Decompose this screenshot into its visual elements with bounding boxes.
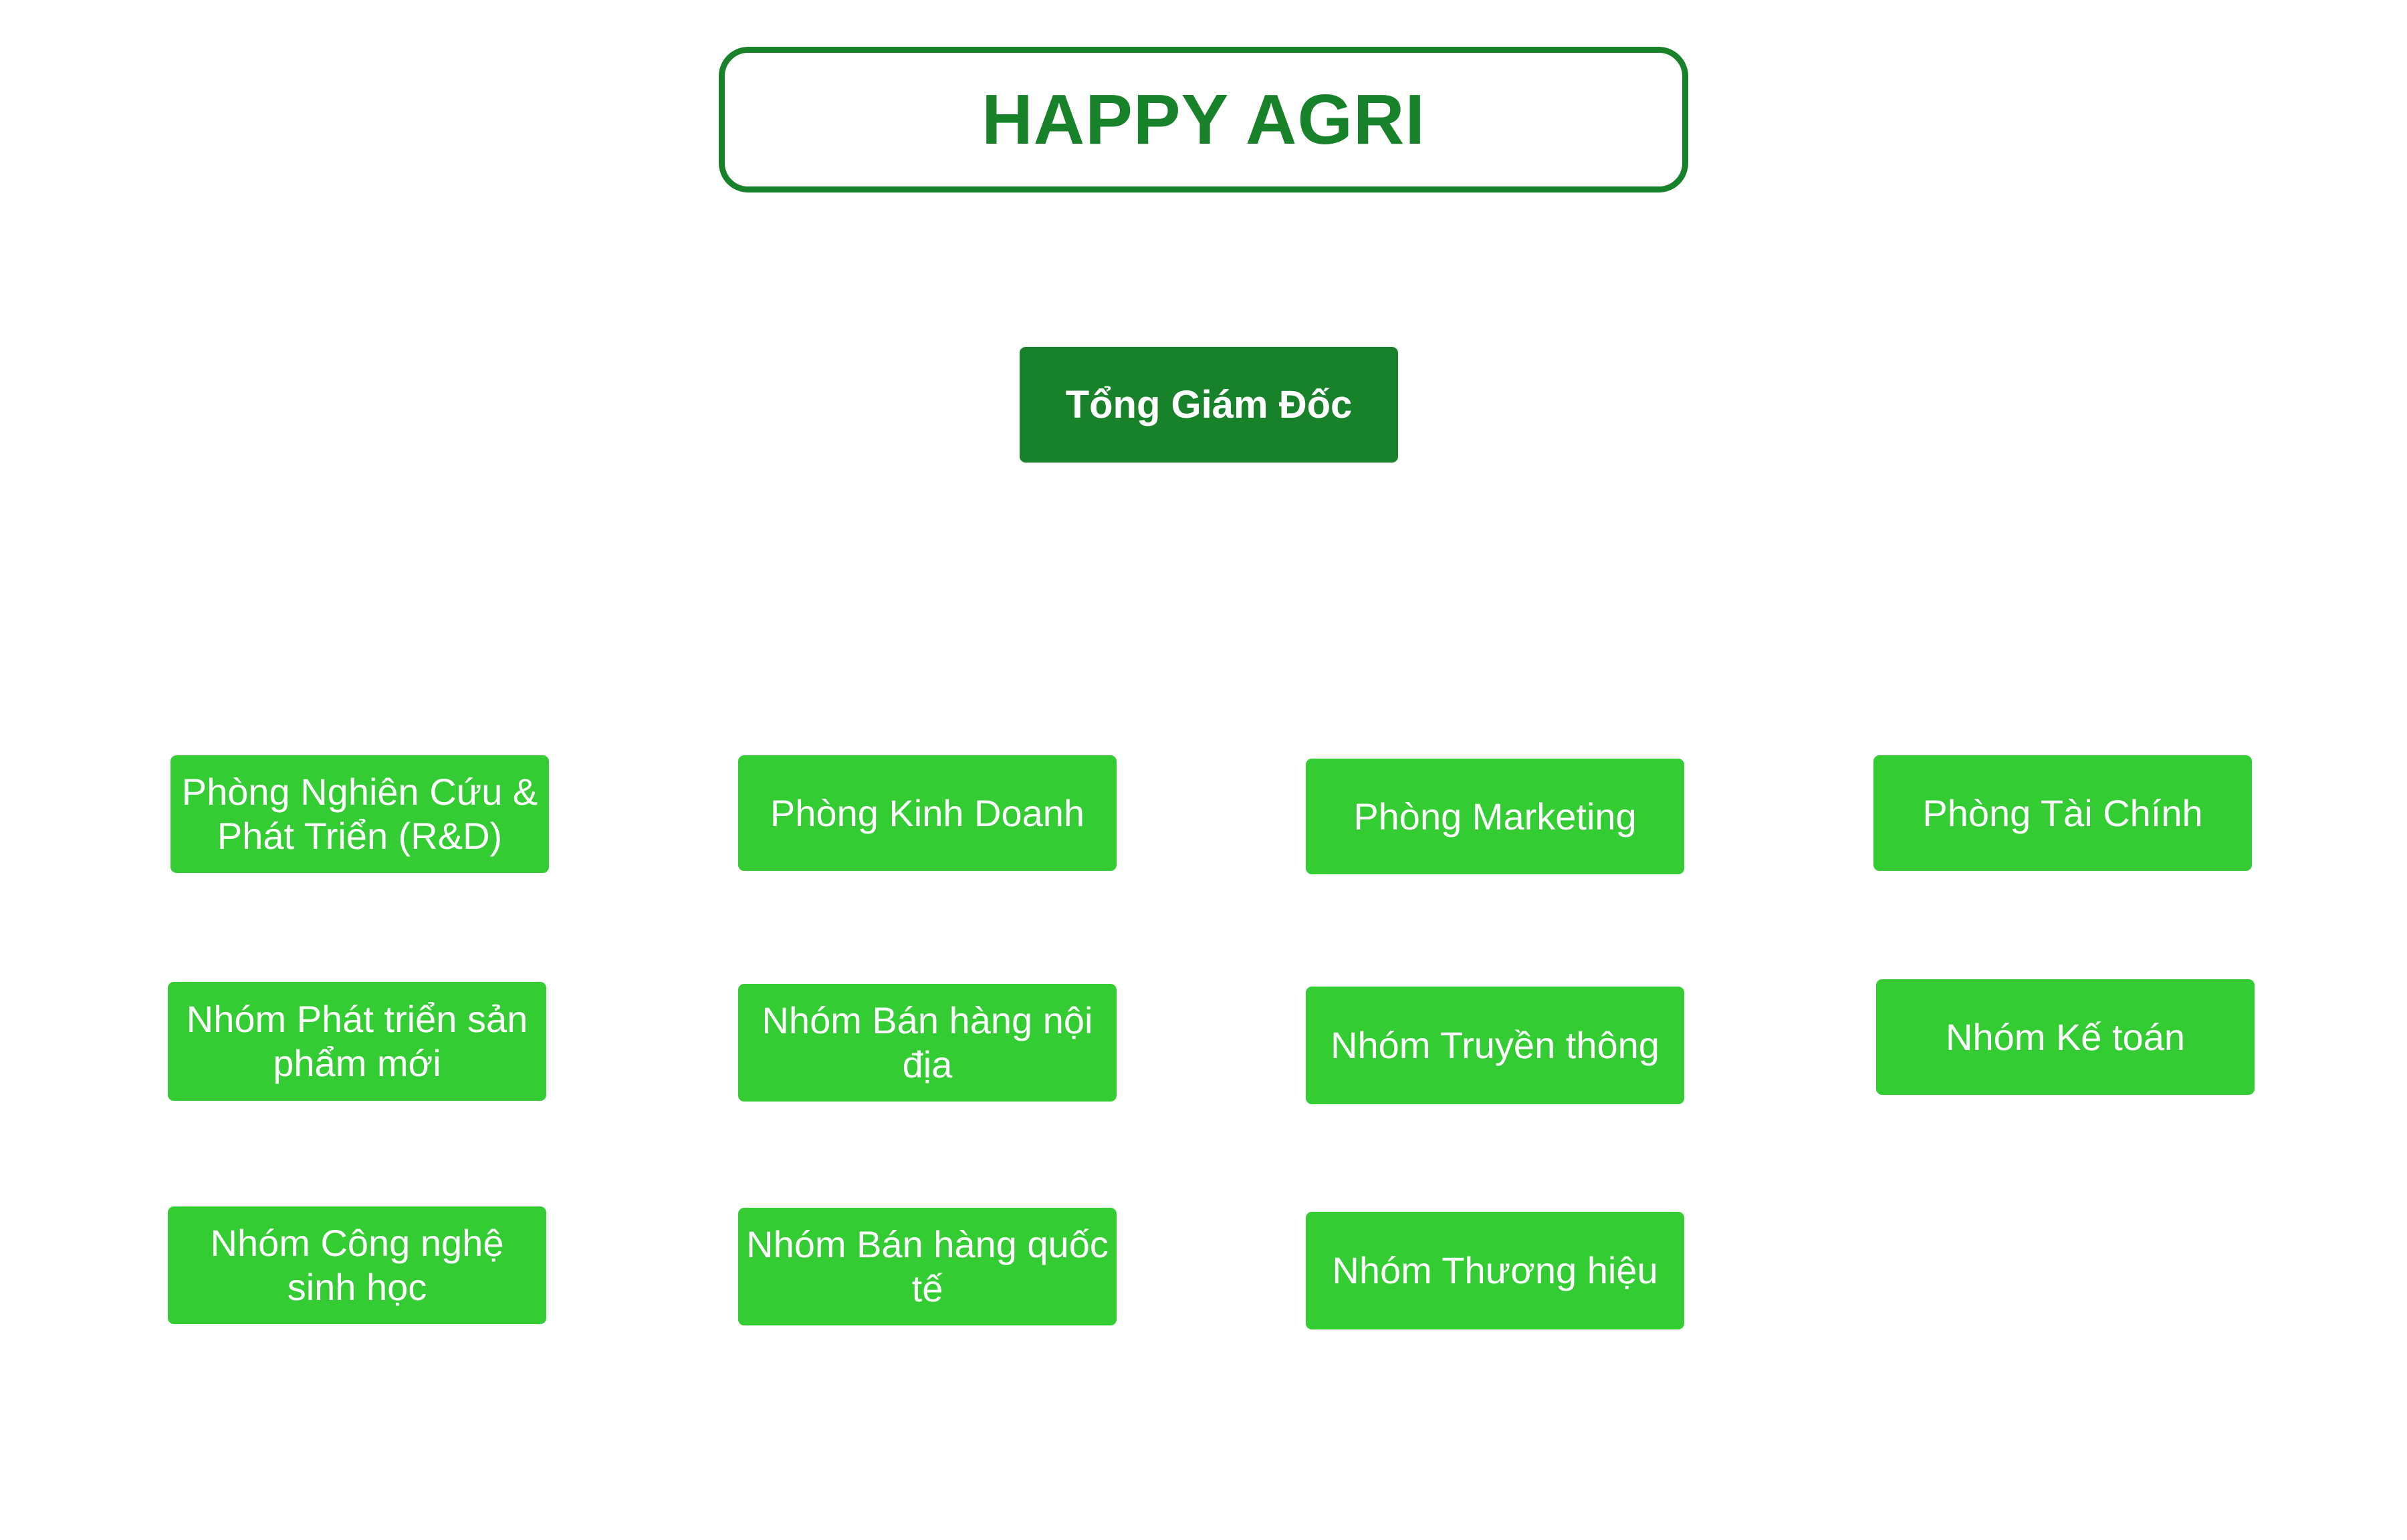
team-brand: Nhóm Thương hiệu	[1306, 1212, 1684, 1329]
company-title: HAPPY AGRI	[982, 80, 1425, 159]
ceo-node: Tổng Giám Đốc	[1020, 347, 1398, 463]
department-sales: Phòng Kinh Doanh	[738, 755, 1117, 871]
team-domestic-sales: Nhóm Bán hàng nội địa	[738, 984, 1117, 1102]
team-communications: Nhóm Truyền thông	[1306, 987, 1684, 1104]
team-communications-label: Nhóm Truyền thông	[1331, 1024, 1659, 1066]
department-finance: Phòng Tài Chính	[1873, 755, 2252, 871]
department-rd-label: Phòng Nghiên Cứu & Phát Triển (R&D)	[181, 771, 538, 857]
team-accounting-label: Nhóm Kế toán	[1946, 1015, 2185, 1058]
department-finance-label: Phòng Tài Chính	[1922, 791, 2203, 834]
team-new-product-development-label: Nhóm Phát triển sản phẩm mới	[186, 998, 528, 1084]
department-rd: Phòng Nghiên Cứu & Phát Triển (R&D)	[170, 755, 549, 873]
team-international-sales: Nhóm Bán hàng quốc tế	[738, 1208, 1117, 1325]
team-biotechnology: Nhóm Công nghệ sinh học	[168, 1206, 546, 1324]
team-new-product-development: Nhóm Phát triển sản phẩm mới	[168, 982, 546, 1101]
department-marketing: Phòng Marketing	[1306, 759, 1684, 874]
team-domestic-sales-label: Nhóm Bán hàng nội địa	[762, 999, 1093, 1085]
ceo-label: Tổng Giám Đốc	[1065, 383, 1353, 426]
team-international-sales-label: Nhóm Bán hàng quốc tế	[746, 1223, 1109, 1309]
department-marketing-label: Phòng Marketing	[1353, 795, 1637, 838]
team-biotechnology-label: Nhóm Công nghệ sinh học	[210, 1222, 504, 1308]
team-brand-label: Nhóm Thương hiệu	[1332, 1249, 1658, 1291]
department-sales-label: Phòng Kinh Doanh	[770, 791, 1085, 834]
company-title-box: HAPPY AGRI	[719, 47, 1688, 192]
team-accounting: Nhóm Kế toán	[1876, 979, 2255, 1095]
